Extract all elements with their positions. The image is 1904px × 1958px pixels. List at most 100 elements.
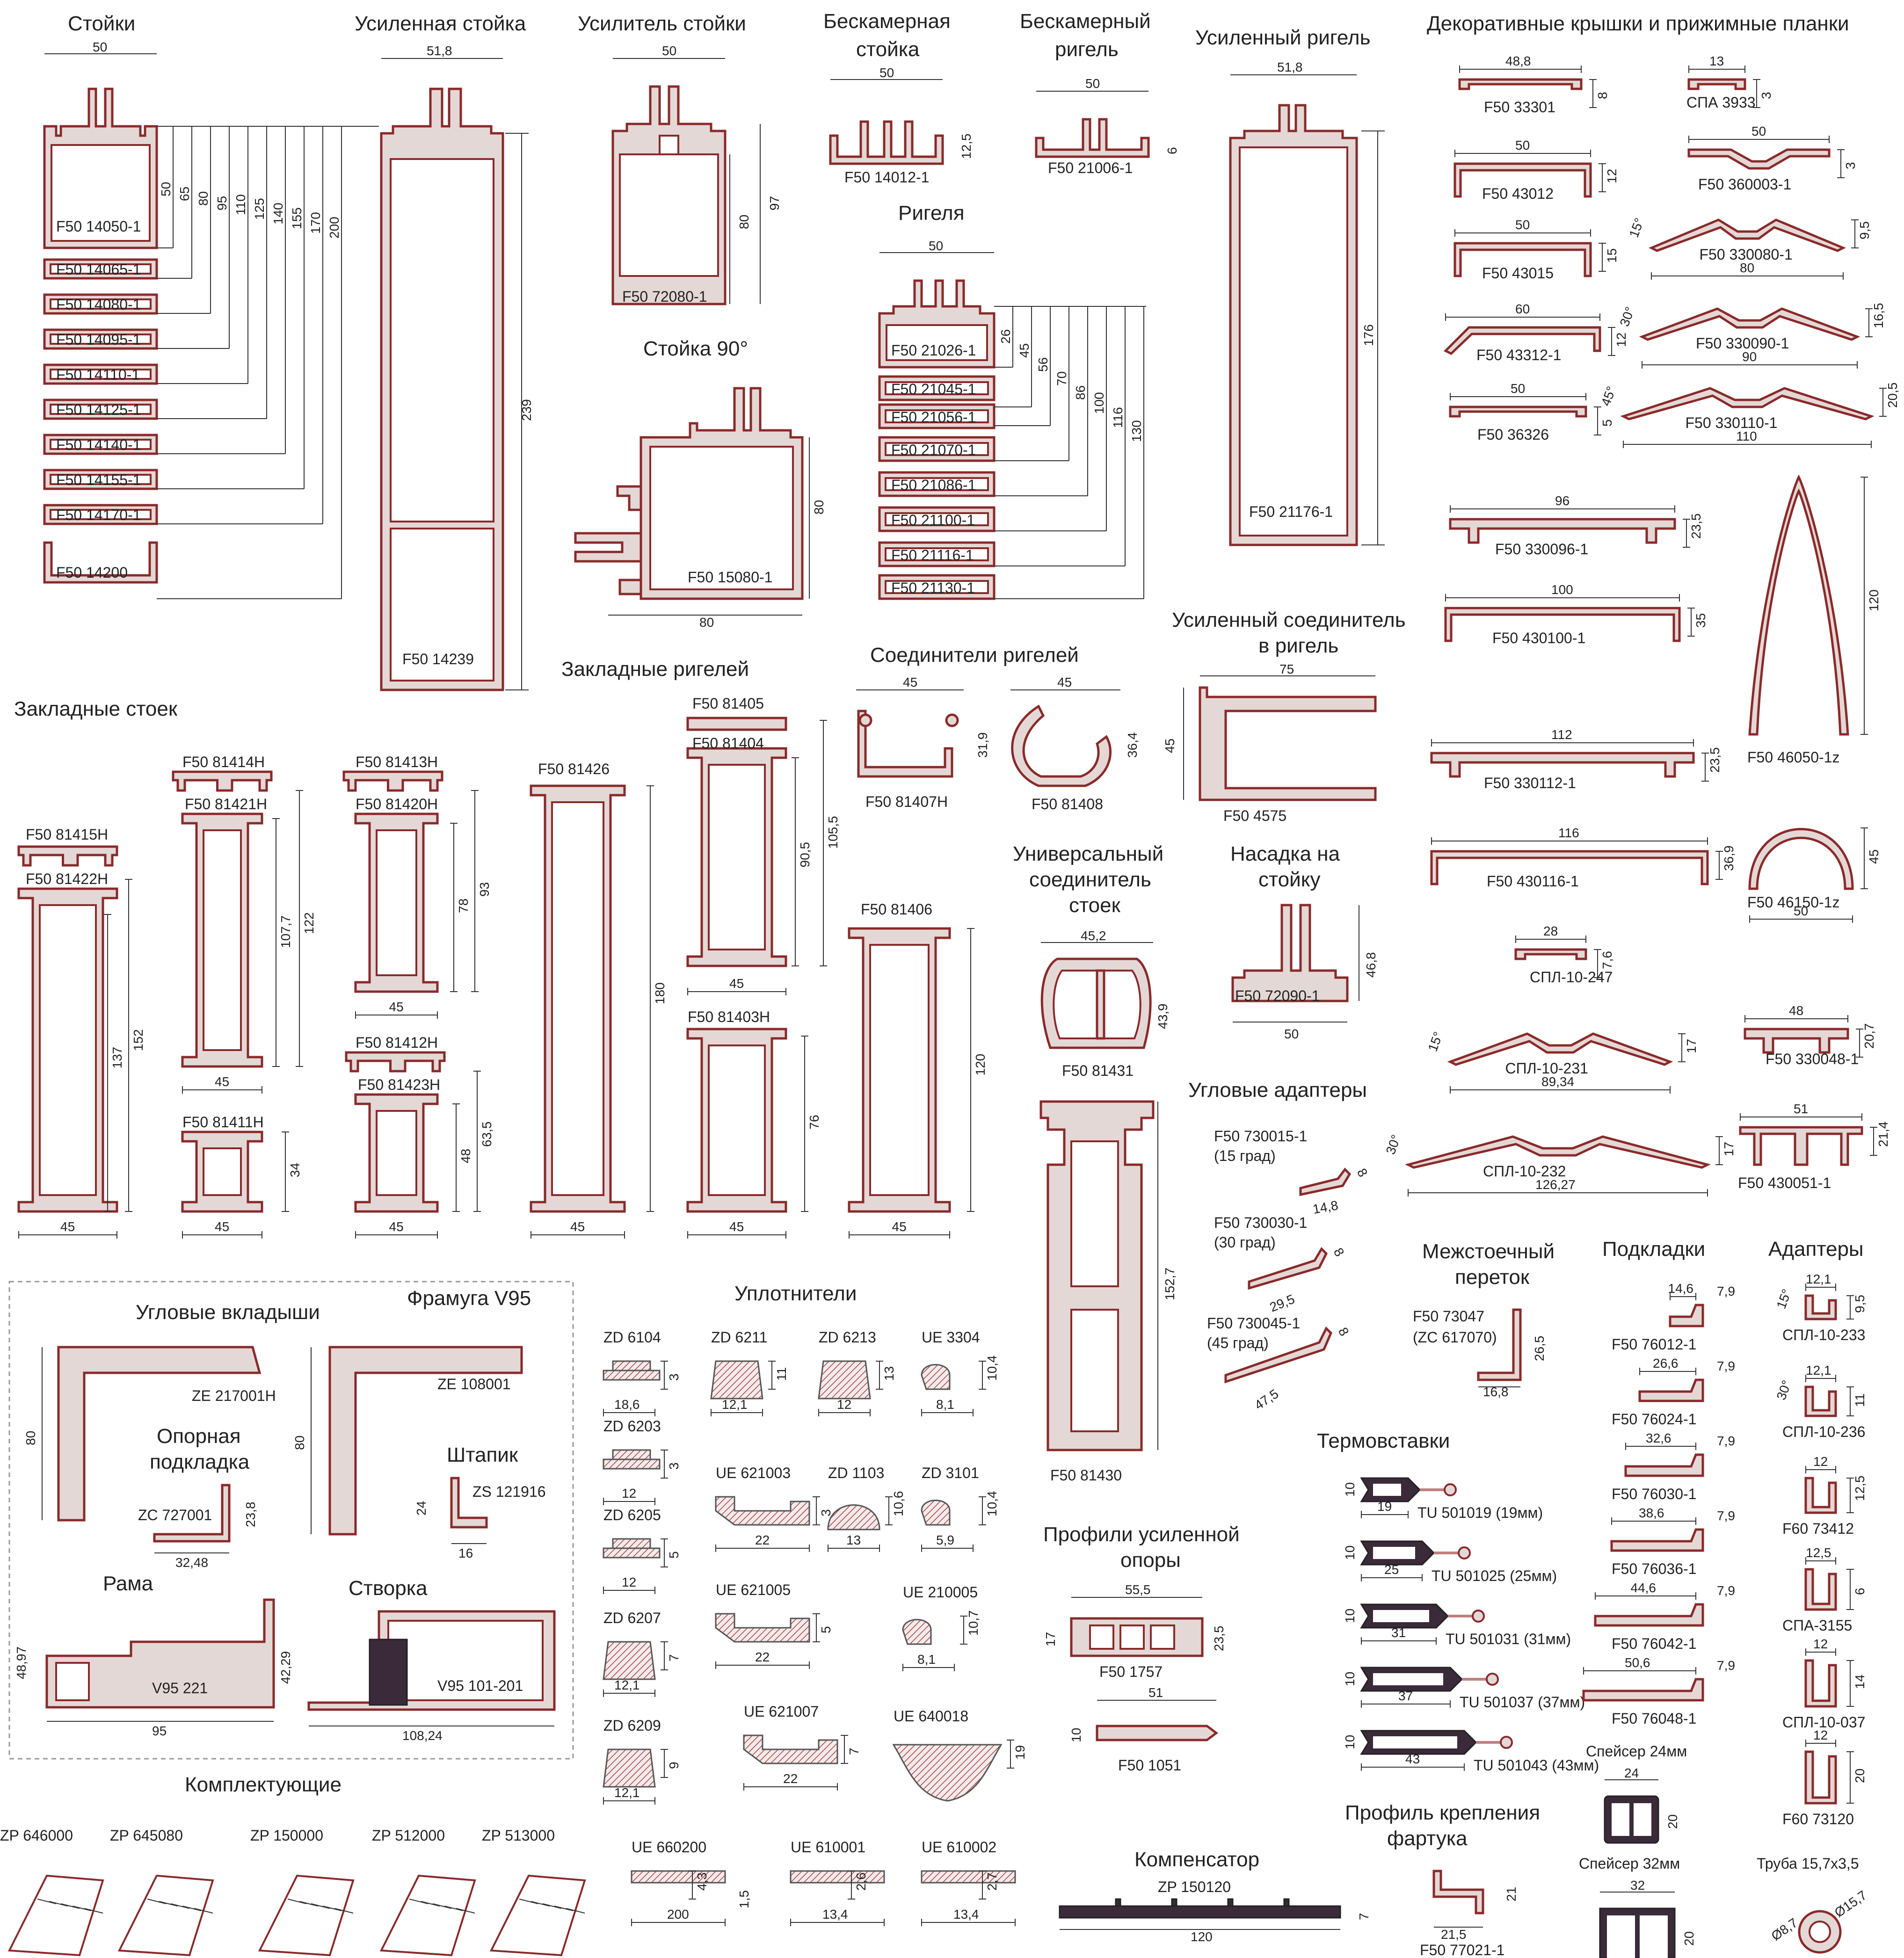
soed-81407-label: F50 81407H: [865, 793, 948, 810]
stoiki-depth-50: 50: [159, 182, 173, 196]
heading-rama: Рама: [103, 1572, 153, 1595]
zakl-rig-h-81404: 90,5: [798, 842, 812, 868]
heading-soed-rigelei: Соединители ригелей: [870, 644, 1079, 667]
uplot-h-ZD6211: 11: [774, 1367, 789, 1381]
dekor-profile: [1449, 518, 1676, 544]
dekor-profile: [1458, 78, 1583, 90]
adaptery-group: 12,19,515°СПЛ-10-23312,11130°СПЛ-10-2361…: [1774, 1272, 1867, 1827]
rigelya-item-2: F50 21045-1: [891, 381, 976, 398]
dekor-profile: [1687, 78, 1746, 90]
nasadka-drawing: 50 46,8 F50 72090-1: [1231, 904, 1378, 1041]
adapt-h-2: 12,5: [1853, 1476, 1867, 1501]
uplot-profile: [892, 1744, 1003, 1802]
adapt-h-3: 6: [1853, 1588, 1867, 1595]
heading-nasadka-2: стойку: [1258, 868, 1320, 891]
adapt-angle-0: 15°: [1774, 1287, 1795, 1311]
usil-opory-group: 55,5 17 23,5 F50 1757 51 10 F50 1051: [1043, 1582, 1226, 1774]
podkl-profile: [1669, 1304, 1704, 1327]
podkl-profile: [1594, 1603, 1704, 1627]
dim-usil-rigel-h: 176: [1361, 324, 1376, 346]
dekor-w-F5046150-1z: 50: [1794, 904, 1808, 918]
uplot-label-ZD6205: ZD 6205: [603, 1507, 661, 1523]
profil-krepl-drawing: 21 21,5 F50 77021-1: [1420, 1870, 1519, 1958]
zakl-h2-81422H: 152: [131, 1029, 145, 1051]
heading-opornaya-1: Опорная: [157, 1425, 241, 1448]
zakl-h2-81420H: 93: [477, 882, 492, 897]
dekor-profile: [1748, 474, 1849, 736]
ugl-adapt-label-1: F50 730030-1: [1214, 1214, 1307, 1231]
dekor-w-F50430100-1: 100: [1551, 582, 1573, 597]
termo-w-2: 31: [1391, 1625, 1406, 1640]
ugl-adapt-h-2: 8: [1336, 1325, 1352, 1339]
dekor-profile: [1444, 607, 1681, 642]
podkl-h-3: 7,9: [1717, 1508, 1735, 1523]
komplekt-label-2: ZP 150000: [250, 1827, 323, 1844]
termo-w-4: 43: [1405, 1752, 1420, 1766]
dim-usilitel-h1: 80: [737, 215, 751, 229]
usil-rigel-label: F50 21176-1: [1249, 503, 1333, 520]
dim-81408-w: 45: [1057, 675, 1072, 689]
uplot-profile: [710, 1360, 763, 1400]
dekor-label-F50330110-1: F50 330110-1: [1686, 414, 1778, 431]
komplekt-label-0: ZP 646000: [0, 1827, 73, 1844]
komplekt-label-4: ZP 513000: [482, 1827, 555, 1844]
heading-mezhstoech-1: Межстоечный: [1422, 1240, 1555, 1263]
rigelya-item-8: F50 21130-1: [891, 580, 975, 596]
dekor-profile: [1620, 387, 1875, 421]
dekor-profile: [1443, 326, 1601, 355]
uplot-label-ZD1103: ZD 1103: [828, 1465, 884, 1481]
dim-sp24-w: 24: [1624, 1766, 1639, 1780]
stoiki-depth-125: 125: [252, 198, 267, 220]
rigelya-depth-116: 116: [1111, 407, 1125, 428]
zakl-rig-w-81406: 45: [892, 1219, 907, 1234]
framuga-group: 80 ZE 217001H 80 ZE 108001 Опорная подкл…: [14, 1346, 556, 1743]
termo-w-0: 19: [1377, 1499, 1392, 1514]
stoiki-depth-200: 200: [327, 217, 342, 239]
uplot-h-ZD6209: 9: [667, 1762, 681, 1769]
uplot-h-ZD1103: 10,6: [891, 1491, 906, 1517]
stoiki-item-4: F50 14095-1: [56, 331, 141, 348]
dekor-angle--10-231: 15°: [1425, 1030, 1446, 1053]
dekor-w-F50430116-1: 116: [1558, 826, 1579, 840]
komplekt-part: [379, 1874, 476, 1957]
dekor-h-F50430100-1: 35: [1693, 613, 1708, 628]
heading-kompensator: Компенсатор: [1134, 1848, 1259, 1871]
dekor-profile: [1453, 242, 1592, 277]
dekor-label-F50330112-1: F50 330112-1: [1484, 775, 1576, 791]
univ-soed-drawing: 45,2 43,9 F50 81431 152,7 F50 81430: [1039, 928, 1177, 1484]
dekor-label-F50430116-1: F50 430116-1: [1487, 873, 1579, 890]
dekor-h-F50430116-1: 36,9: [1722, 846, 1736, 871]
rama-label: V95 221: [152, 1680, 208, 1697]
komplekt-label-1: ZP 645080: [110, 1827, 183, 1844]
stoiki-item-6: F50 14125-1: [56, 401, 141, 418]
adapt-profile: [1804, 1477, 1837, 1514]
heading-usil-stoika: Усиленная стойка: [355, 12, 526, 35]
uplot-profile: [631, 1870, 726, 1884]
zakl-flat-profile: [17, 845, 118, 867]
vkl2-label: ZE 108001: [437, 1376, 511, 1392]
dim-1051-h: 10: [1069, 1728, 1083, 1742]
rigelya-depth-100: 100: [1092, 392, 1106, 414]
termo-w-1: 25: [1384, 1562, 1399, 1577]
adapt-profile: [1804, 1294, 1837, 1320]
zakl-rig-label-81403H: F50 81403H: [688, 1008, 770, 1025]
dekor-w-F5036326: 50: [1511, 381, 1525, 396]
stoiki-depth-80: 80: [196, 191, 211, 206]
zakl-rig-label-81405: F50 81405: [692, 695, 764, 712]
beskam-rigel-drawing: 50 6 F50 21006-1: [1035, 76, 1179, 176]
dim-rigelya-width: 50: [929, 239, 943, 253]
uplot-h-UE610002: 2,7: [985, 1872, 999, 1891]
dekor-h-F50360003-1: 3: [1843, 162, 1858, 169]
uplot-w-UE621005: 22: [755, 1650, 770, 1664]
dekor-h-F5036326: 5: [1600, 419, 1614, 427]
dim-usil-stoika-h: 239: [519, 399, 534, 421]
podkl-label-4: F50 76042-1: [1612, 1635, 1696, 1652]
dekor-w-F5043312-1: 60: [1515, 302, 1530, 316]
zakl-rig-w-81403H: 45: [729, 1219, 744, 1234]
uplot-h-UE660200: 4,3: [695, 1872, 709, 1891]
heading-truba: Труба 15,7х3,5: [1757, 1855, 1859, 1872]
podkl-label-1: F50 76024-1: [1612, 1411, 1696, 1428]
podkl-w-1: 26,6: [1653, 1356, 1679, 1371]
